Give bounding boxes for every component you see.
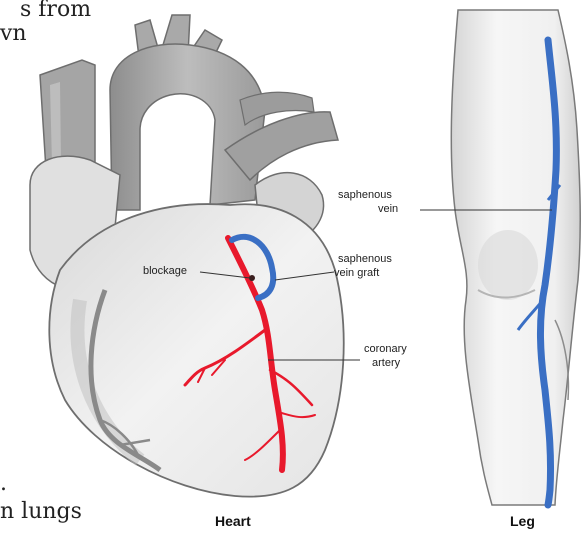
caption-heart: Heart (215, 513, 251, 529)
background-text-dot: . (0, 471, 7, 496)
label-saphenous-vein-2: vein (378, 203, 398, 215)
label-coronary-1: coronary (364, 343, 407, 355)
background-text-line2: vn (0, 21, 27, 46)
leg-illustration (451, 10, 580, 505)
aorta (110, 44, 265, 210)
background-text-line1: s from (20, 0, 91, 22)
label-blockage: blockage (143, 265, 187, 277)
caption-leg: Leg (510, 513, 535, 529)
background-text-line3: n lungs (0, 499, 82, 524)
label-vein-graft-1: saphenous (338, 253, 392, 265)
label-coronary-2: artery (372, 357, 401, 369)
heart-illustration (30, 15, 344, 497)
label-vein-graft-2: vein graft (334, 267, 379, 279)
label-saphenous-vein-1: saphenous (338, 189, 392, 201)
